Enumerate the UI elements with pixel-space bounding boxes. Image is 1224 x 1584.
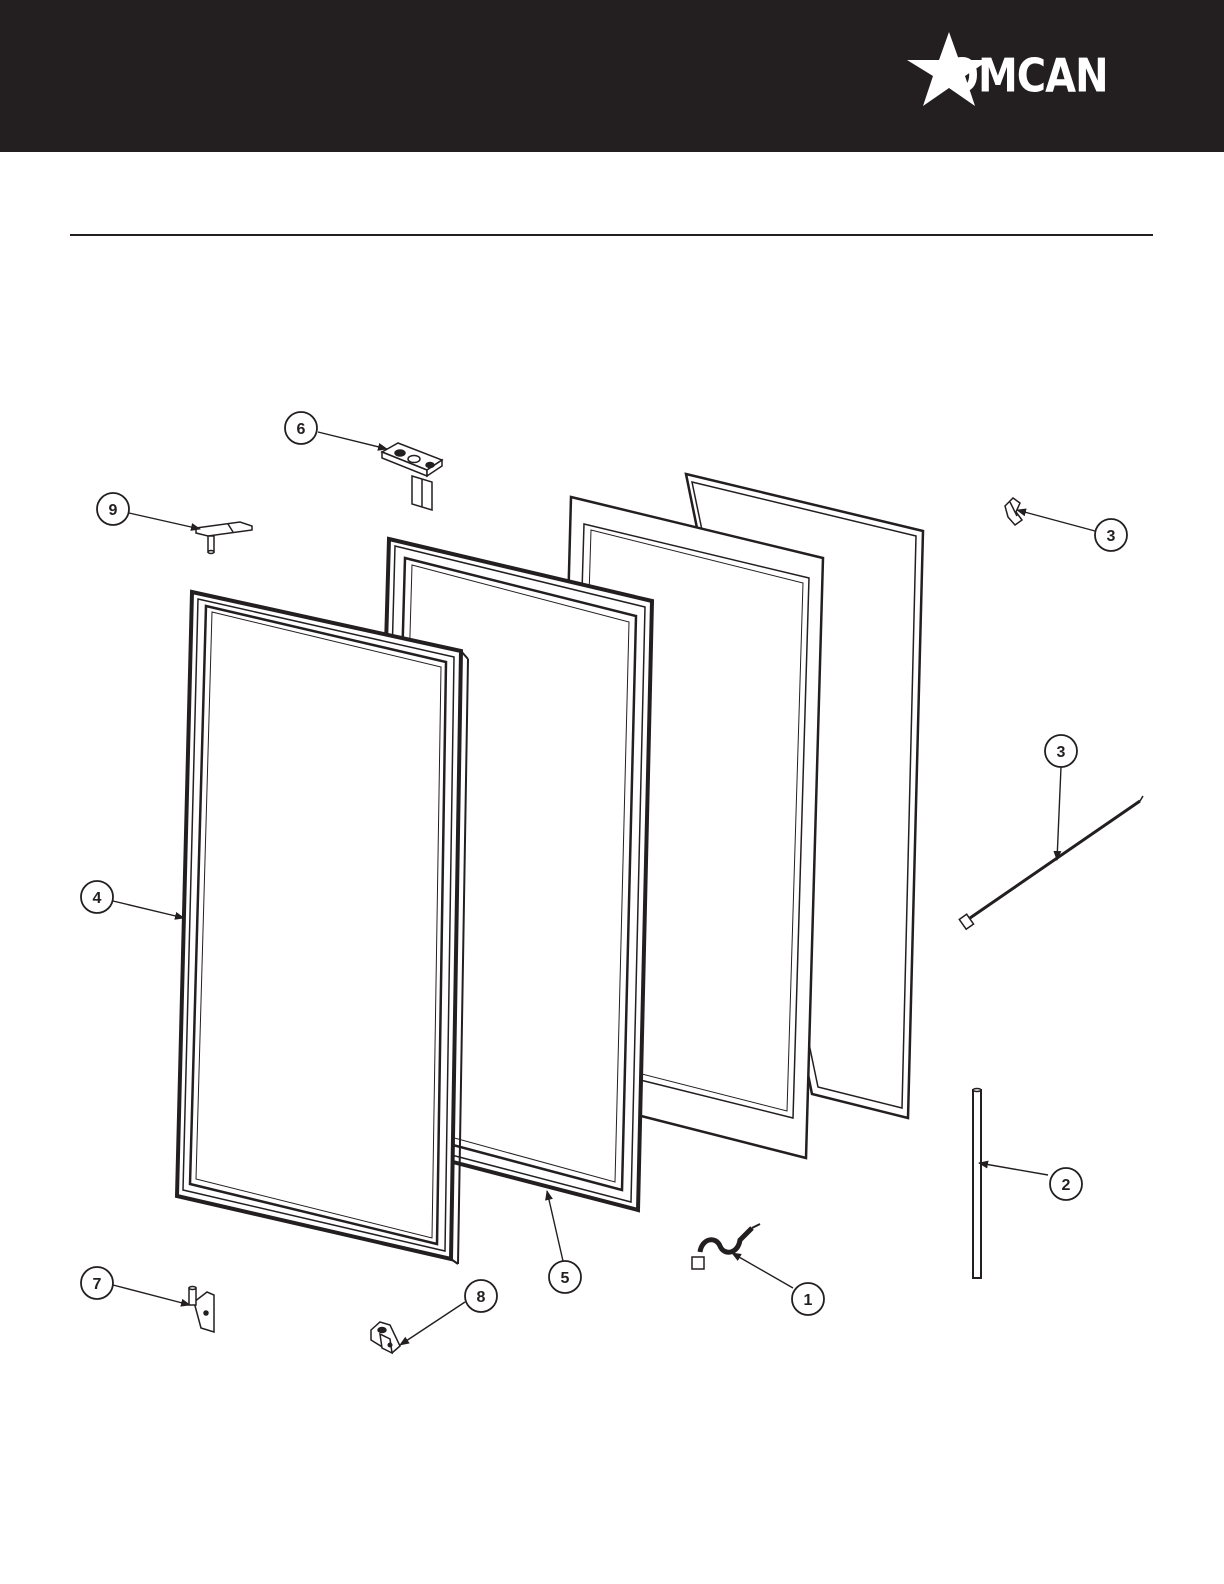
svg-text:7: 7 <box>93 1276 102 1293</box>
svg-text:5: 5 <box>561 1270 570 1287</box>
callout-5: 5 <box>549 1261 581 1293</box>
top-pin-bracket-part-9 <box>196 522 252 554</box>
cable-harness-part-1 <box>692 1224 760 1269</box>
rod-part-2 <box>973 1089 981 1279</box>
callout-7: 7 <box>81 1267 113 1299</box>
clip-part-3 <box>1005 498 1022 525</box>
callout-3-top: 3 <box>1095 519 1127 551</box>
callout-1: 1 <box>792 1283 824 1315</box>
callout-3-right: 3 <box>1045 735 1077 767</box>
callout-6: 6 <box>285 412 317 444</box>
svg-text:8: 8 <box>477 1289 486 1306</box>
wire-cable-part-3 <box>959 796 1143 929</box>
svg-text:3: 3 <box>1107 528 1116 545</box>
svg-text:1: 1 <box>804 1292 813 1309</box>
callout-2: 2 <box>1050 1168 1082 1200</box>
door-gasket-part-4 <box>177 592 468 1264</box>
svg-text:6: 6 <box>297 421 306 438</box>
svg-text:2: 2 <box>1062 1177 1071 1194</box>
callout-8: 8 <box>465 1280 497 1312</box>
lower-bracket-part-8 <box>371 1322 400 1353</box>
svg-text:9: 9 <box>109 502 118 519</box>
svg-text:3: 3 <box>1057 744 1066 761</box>
lower-hinge-part-7 <box>189 1287 214 1333</box>
callout-4: 4 <box>81 881 113 913</box>
callout-9: 9 <box>97 493 129 525</box>
svg-text:4: 4 <box>93 890 102 907</box>
hinge-bracket-part-6 <box>382 443 442 510</box>
